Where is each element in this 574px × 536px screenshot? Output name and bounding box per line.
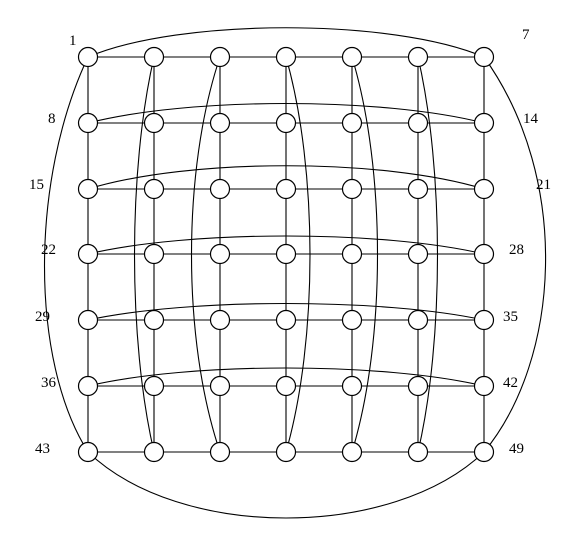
wrap-edge-column (417, 56, 439, 453)
graph-node-6 (407, 46, 429, 68)
wrap-edge-row (87, 367, 485, 387)
wrap-edge-row (87, 235, 485, 255)
wrap-edge-column (351, 56, 378, 453)
graph-node-30 (143, 309, 165, 331)
graph-node-23 (143, 243, 165, 265)
graph-node-34 (407, 309, 429, 331)
graph-node-24 (209, 243, 231, 265)
graph-node-40 (341, 375, 363, 397)
graph-node-35 (473, 309, 495, 331)
wrap-edge-column (44, 56, 89, 453)
wrap-edge-row (87, 451, 485, 519)
graph-node-46 (275, 441, 297, 463)
graph-nodes (77, 46, 495, 463)
label-node-43: 43 (35, 441, 50, 457)
graph-node-5 (341, 46, 363, 68)
graph-node-1 (77, 46, 99, 68)
graph-node-13 (407, 112, 429, 134)
wrap-edge-row (87, 302, 485, 321)
label-node-29: 29 (35, 309, 50, 325)
node-labels: 1 7 8 14 15 21 22 28 29 35 36 42 43 49 (29, 27, 551, 457)
graph-node-39 (275, 375, 297, 397)
label-node-49: 49 (509, 441, 524, 457)
graph-node-44 (143, 441, 165, 463)
graph-node-31 (209, 309, 231, 331)
graph-node-45 (209, 441, 231, 463)
wrap-edge-row (87, 165, 485, 190)
graph-node-41 (407, 375, 429, 397)
graph-node-11 (275, 112, 297, 134)
graph-node-32 (275, 309, 297, 331)
graph-node-42 (473, 375, 495, 397)
graph-node-19 (341, 178, 363, 200)
label-node-42: 42 (503, 375, 518, 391)
graph-node-18 (275, 178, 297, 200)
graph-node-37 (143, 375, 165, 397)
graph-node-9 (143, 112, 165, 134)
graph-node-15 (77, 178, 99, 200)
graph-node-2 (143, 46, 165, 68)
graph-node-12 (341, 112, 363, 134)
label-node-7: 7 (522, 27, 530, 43)
wrap-edge-column (191, 56, 221, 453)
graph-edges (44, 27, 547, 519)
label-node-35: 35 (503, 309, 518, 325)
graph-node-36 (77, 375, 99, 397)
label-node-36: 36 (41, 375, 57, 391)
graph-node-25 (275, 243, 297, 265)
graph-node-47 (341, 441, 363, 463)
label-node-22: 22 (41, 242, 56, 258)
wrap-edge-column (483, 56, 547, 453)
graph-node-20 (407, 178, 429, 200)
graph-node-22 (77, 243, 99, 265)
graph-node-17 (209, 178, 231, 200)
label-node-28: 28 (509, 242, 524, 258)
label-node-15: 15 (29, 177, 44, 193)
graph-node-29 (77, 309, 99, 331)
graph-node-8 (77, 112, 99, 134)
graph-node-7 (473, 46, 495, 68)
graph-node-38 (209, 375, 231, 397)
graph-node-27 (407, 243, 429, 265)
label-node-1: 1 (69, 33, 77, 49)
graph-node-48 (407, 441, 429, 463)
label-node-14: 14 (523, 111, 539, 127)
graph-node-10 (209, 112, 231, 134)
graph-node-4 (275, 46, 297, 68)
graph-node-26 (341, 243, 363, 265)
graph-node-43 (77, 441, 99, 463)
graph-node-14 (473, 112, 495, 134)
wrap-edge-column (133, 56, 155, 453)
graph-node-3 (209, 46, 231, 68)
graph-node-28 (473, 243, 495, 265)
label-node-21: 21 (536, 177, 551, 193)
graph-node-33 (341, 309, 363, 331)
graph-node-21 (473, 178, 495, 200)
label-node-8: 8 (48, 111, 56, 127)
wrap-edge-row (87, 27, 485, 58)
graph-node-16 (143, 178, 165, 200)
wrap-edge-column (285, 56, 311, 453)
graph-node-49 (473, 441, 495, 463)
wrap-edge-row (87, 102, 485, 124)
